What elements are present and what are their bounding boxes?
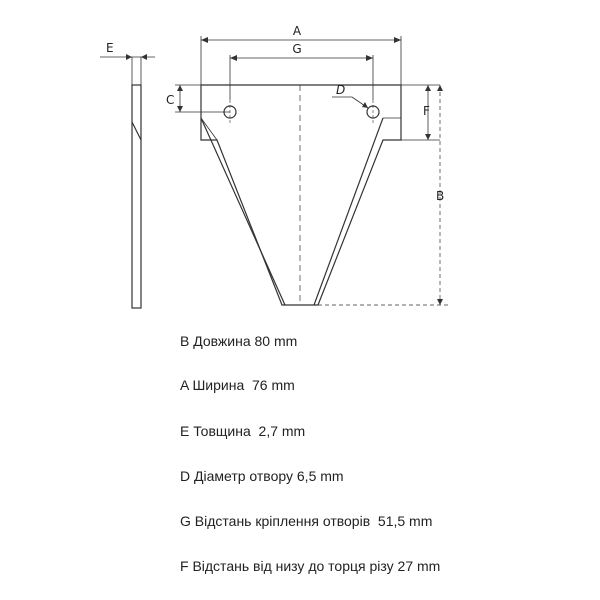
label-b: B — [436, 189, 444, 203]
dimension-d — [332, 96, 369, 109]
dimension-e — [100, 54, 155, 85]
side-profile-bevel — [131, 121, 142, 141]
label-d: D — [336, 83, 345, 97]
dimension-c — [175, 84, 230, 113]
label-a: A — [293, 24, 302, 38]
blade-front-view — [200, 84, 402, 306]
side-profile — [131, 84, 142, 309]
label-g: G — [292, 42, 301, 56]
dimension-a — [200, 36, 402, 85]
dimension-g — [229, 55, 374, 100]
dimension-b — [318, 85, 448, 306]
label-e: E — [106, 41, 114, 55]
label-c: C — [166, 93, 174, 107]
label-f: F — [423, 104, 430, 118]
dimension-f — [401, 84, 440, 141]
